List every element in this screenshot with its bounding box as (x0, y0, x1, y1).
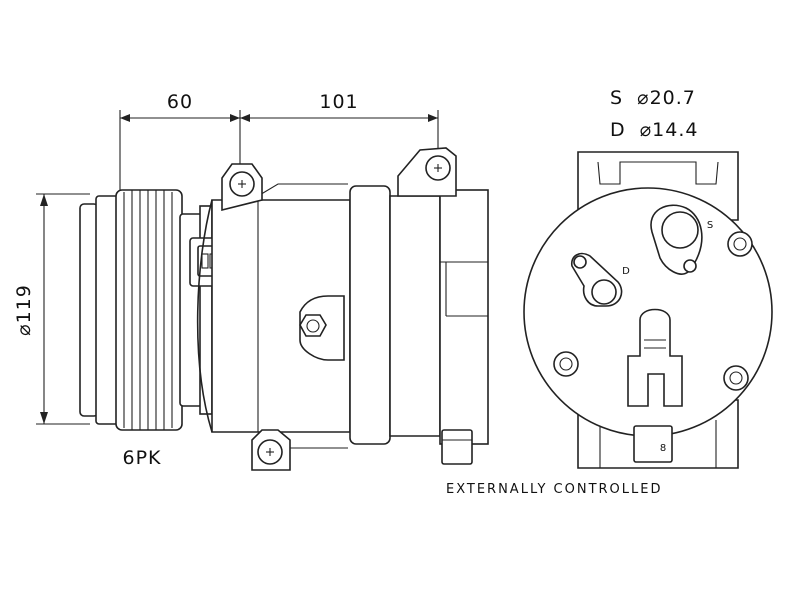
suction-port-diameter: S ⌀20.7 (610, 87, 696, 109)
dimension-60: 60 (167, 91, 193, 113)
fitting-label: 8 (660, 443, 666, 454)
discharge-port (570, 252, 623, 307)
mount-ear-top-right (397, 147, 457, 197)
pulley-grooves (115, 189, 183, 431)
suction-port-label: S (707, 220, 713, 231)
dimension-diameter-119: ⌀119 (13, 284, 35, 336)
discharge-port-label: D (622, 266, 630, 277)
mount-hole-right-upper (727, 231, 753, 257)
dimension-lines (36, 110, 439, 425)
discharge-port-diameter: D ⌀14.4 (610, 119, 698, 141)
dimension-101: 101 (319, 91, 358, 113)
control-valve-connector (441, 429, 473, 465)
mount-hole-right-lower (723, 365, 749, 391)
belt-label-6pk: 6PK (122, 447, 161, 469)
mount-hole-left (553, 351, 579, 377)
control-valve (627, 308, 683, 463)
externally-controlled-label: EXTERNALLY CONTROLLED (446, 482, 662, 497)
rear-view (523, 151, 773, 469)
side-view (79, 147, 489, 471)
suction-port (650, 204, 703, 275)
mount-ear-bottom (251, 429, 291, 471)
mount-ear-top-left (221, 163, 263, 212)
